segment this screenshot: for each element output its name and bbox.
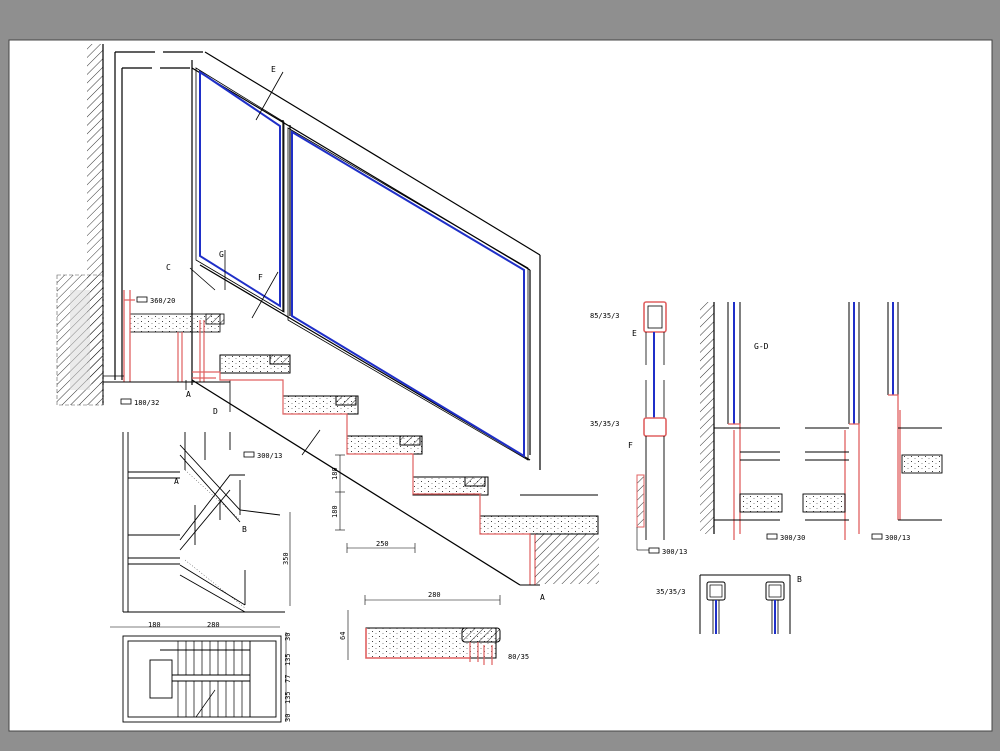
plan-treads bbox=[177, 641, 243, 718]
profile-360-20: 360/20 bbox=[150, 297, 175, 305]
dim-plan-w1: 180 bbox=[148, 621, 161, 629]
detail-g-d bbox=[700, 302, 943, 540]
plan-label-b: B bbox=[242, 525, 247, 534]
profile-180-32: 180/32 bbox=[134, 399, 159, 407]
label-section-c: C bbox=[166, 263, 171, 272]
dim-plan-h4: 135 bbox=[284, 691, 292, 704]
plan-label-a: A bbox=[174, 477, 179, 486]
dim-plan-h2: 135 bbox=[284, 653, 292, 666]
tread-detail bbox=[347, 595, 501, 665]
floor-hatch bbox=[535, 534, 599, 584]
profile-300-13-right: 300/13 bbox=[885, 534, 910, 542]
profile-300-13-main: 300/13 bbox=[257, 452, 282, 460]
label-section-d: D bbox=[213, 407, 218, 416]
stair-steps bbox=[219, 354, 599, 535]
label-section-a: A bbox=[186, 390, 191, 399]
dim-tread-thick: 64 bbox=[339, 632, 347, 640]
profile-300-30: 300/30 bbox=[780, 534, 805, 542]
glass-panel-small bbox=[199, 70, 281, 308]
profile-80-35: 80/35 bbox=[508, 653, 529, 661]
profile-85-35-3: 85/35/3 bbox=[590, 312, 620, 320]
left-wall bbox=[56, 44, 104, 406]
label-section-g: G bbox=[219, 250, 224, 259]
label-section-a-bottom: A bbox=[540, 593, 545, 602]
profile-callouts bbox=[120, 296, 255, 458]
dim-plan-w2: 280 bbox=[207, 621, 220, 629]
label-section-e: E bbox=[271, 65, 276, 74]
label-section-gd: G-D bbox=[754, 342, 769, 351]
profile-35-35-3-bottom: 35/35/3 bbox=[656, 588, 686, 596]
step-5 bbox=[479, 515, 599, 535]
landing-section bbox=[103, 290, 230, 383]
profile-35-35-3-mid: 35/35/3 bbox=[590, 420, 620, 428]
dim-rise-1: 180 bbox=[331, 467, 339, 480]
dim-elev-height: 350 bbox=[282, 552, 290, 565]
dim-tread-width: 280 bbox=[428, 591, 441, 599]
section-markers bbox=[185, 71, 321, 456]
label-detail-f: F bbox=[628, 441, 633, 450]
profile-300-13-detailf: 300/13 bbox=[662, 548, 687, 556]
dim-going: 250 bbox=[376, 540, 389, 548]
label-section-b: B bbox=[797, 575, 802, 584]
label-section-f: F bbox=[258, 273, 263, 282]
dimension-lines bbox=[335, 454, 416, 553]
dim-plan-h3: 77 bbox=[284, 675, 292, 683]
dim-rise-2: 180 bbox=[331, 505, 339, 518]
detail-e-f bbox=[636, 301, 667, 554]
glass-panel-large bbox=[291, 130, 525, 458]
drawing-sheet bbox=[8, 39, 993, 732]
glass-panels bbox=[199, 70, 525, 458]
dim-plan-h1: 30 bbox=[284, 633, 292, 641]
detail-b bbox=[699, 574, 791, 634]
label-detail-e: E bbox=[632, 329, 637, 338]
dim-plan-h5: 30 bbox=[284, 714, 292, 722]
